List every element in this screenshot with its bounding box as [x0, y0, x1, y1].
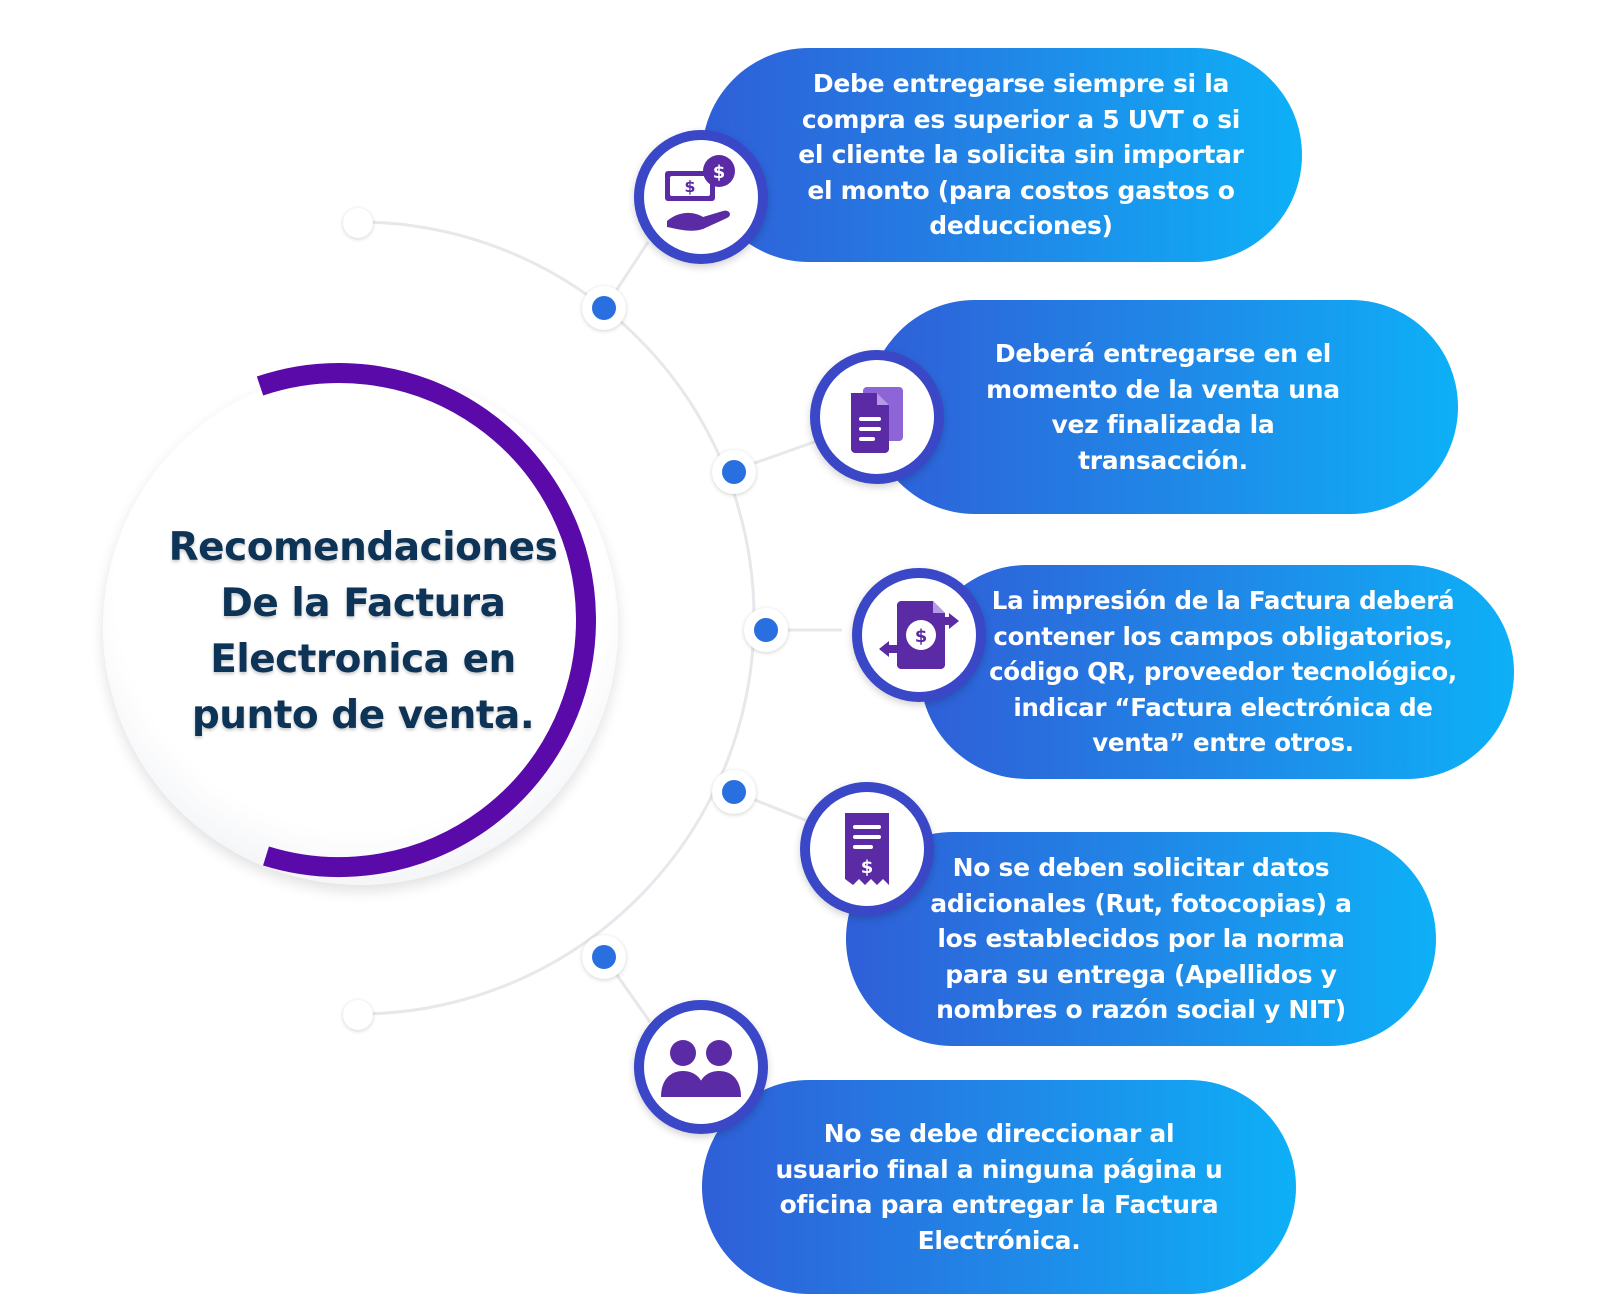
timeline-dot-3 — [744, 608, 788, 652]
receipt-icon: $ — [845, 813, 889, 885]
timeline-dot-5 — [582, 935, 626, 979]
title-line-4: punto de venta. — [191, 693, 535, 738]
recommendation-5-line: Electrónica. — [917, 1225, 1081, 1255]
recommendation-card-1: Debe entregarse siempre si la compra es … — [702, 48, 1302, 262]
badge-3: $ — [852, 568, 986, 702]
recommendation-text-3: La impresión de la Factura deberá conten… — [989, 583, 1457, 761]
recommendation-2-line: momento de la venta una — [986, 374, 1340, 404]
purple-ring-arc — [256, 363, 596, 878]
timeline-dot-start — [343, 208, 373, 238]
badge-5 — [634, 1000, 768, 1134]
title-line-2: De la Factura — [220, 581, 506, 626]
timeline-dot-4 — [712, 770, 756, 814]
recommendation-1-line: el monto (para costos gastos o — [807, 175, 1235, 205]
recommendation-4-line: adicionales (Rut, fotocopias) a — [930, 888, 1352, 918]
recommendation-2-line: transacción. — [1078, 445, 1248, 475]
badge-4: $ — [800, 782, 934, 916]
recommendation-5-line: oficina para entregar la Factura — [779, 1190, 1219, 1219]
recommendation-3-line: código QR, proveedor tecnológico, — [989, 657, 1457, 687]
badge-2 — [810, 350, 944, 484]
recommendation-text-1: Debe entregarse siempre si la compra es … — [798, 66, 1244, 244]
recommendation-card-2: Deberá entregarse en el momento de la ve… — [868, 300, 1458, 514]
recommendation-1-line: compra es superior a 5 UVT o si — [801, 104, 1241, 134]
recommendation-4-line: los establecidos por la norma — [937, 924, 1345, 954]
timeline-dot-2 — [712, 450, 756, 494]
title-line-1: Recomendaciones — [168, 525, 558, 570]
recommendation-text-4: No se deben solicitar datos adicionales … — [930, 850, 1352, 1028]
recommendation-text-5: No se debe direccionar al usuario final … — [775, 1116, 1222, 1258]
recommendation-4-line: para su entrega (Apellidos y — [945, 959, 1337, 989]
recommendation-5-line: usuario final a ninguna página u — [775, 1154, 1223, 1184]
svg-text:$: $ — [684, 177, 695, 196]
svg-text:$: $ — [915, 626, 928, 647]
invoice-exchange-icon: $ — [879, 601, 959, 669]
recommendation-1-line: el cliente la solicita sin importar — [798, 140, 1244, 170]
recommendation-text-2: Deberá entregarse en el momento de la ve… — [986, 336, 1340, 478]
documents-icon — [851, 387, 903, 453]
svg-text:$: $ — [713, 162, 726, 183]
timeline-dot-1 — [582, 286, 626, 330]
recommendation-card-4: No se deben solicitar datos adicionales … — [846, 832, 1436, 1046]
money-hand-icon: $ $ — [665, 155, 735, 231]
recommendation-5-line: No se debe direccionar al — [823, 1119, 1175, 1148]
recommendation-1-line: deducciones) — [929, 211, 1113, 241]
svg-text:$: $ — [861, 857, 874, 878]
recommendation-2-line: vez finalizada la — [1051, 410, 1275, 439]
recommendation-3-line: indicar “Factura electrónica de — [1013, 692, 1433, 722]
recommendation-4-line: nombres o razón social y NIT) — [936, 995, 1346, 1025]
center-title: Recomendaciones De la Factura Electronic… — [118, 520, 608, 744]
badge-1: $ $ — [634, 130, 768, 264]
recommendation-4-line: No se deben solicitar datos — [952, 853, 1330, 883]
recommendation-3-line: La impresión de la Factura deberá — [991, 586, 1455, 616]
recommendation-card-5: No se debe direccionar al usuario final … — [702, 1080, 1296, 1294]
recommendation-card-3: La impresión de la Factura deberá conten… — [920, 565, 1514, 779]
recommendation-2-line: Deberá entregarse en el — [994, 339, 1332, 368]
recommendation-3-line: contener los campos obligatorios, — [993, 621, 1453, 651]
users-icon — [661, 1040, 741, 1097]
title-line-3: Electronica en — [210, 637, 516, 682]
timeline-dot-end — [343, 1000, 373, 1030]
recommendation-1-line: Debe entregarse siempre si la — [812, 69, 1230, 99]
recommendation-3-line: venta” entre otros. — [1092, 728, 1354, 758]
